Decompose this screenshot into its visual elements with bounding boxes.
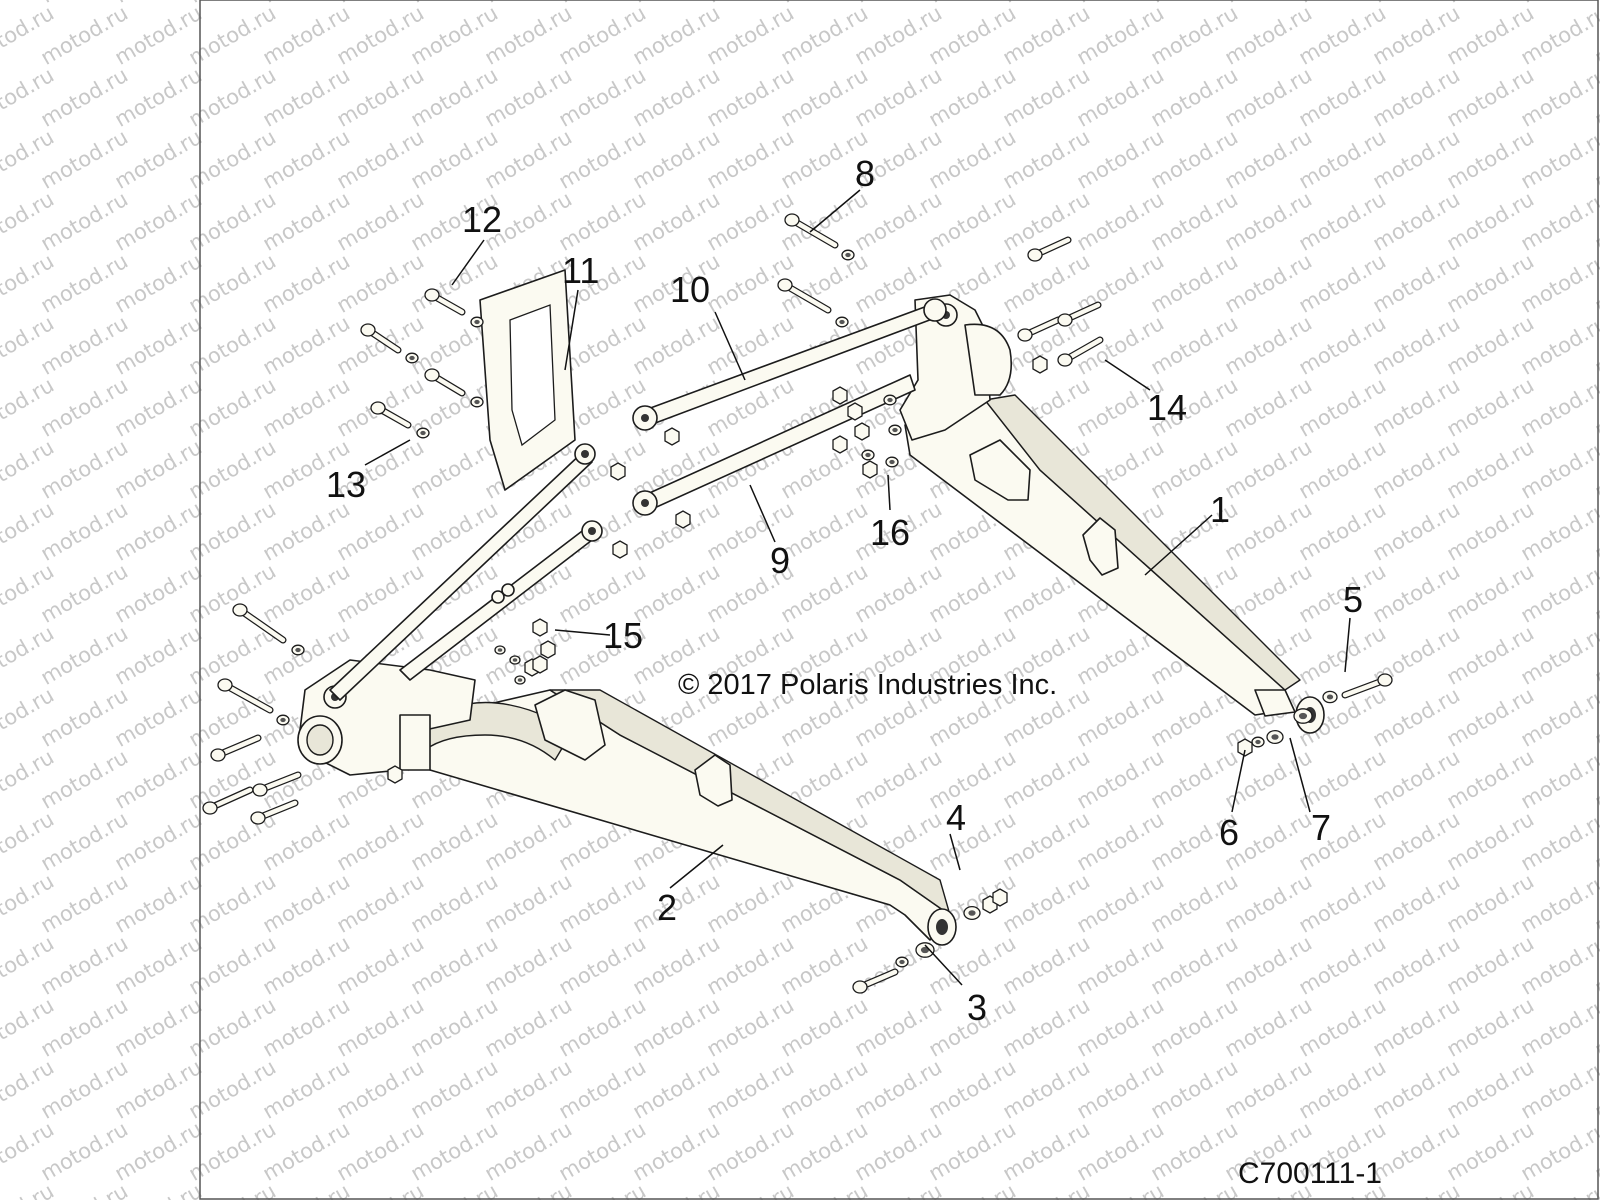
nut	[532, 655, 548, 674]
bolt-head	[1027, 248, 1043, 262]
left-rod-upper	[329, 443, 596, 701]
mounting-plate	[479, 269, 576, 491]
washer-hole	[892, 427, 898, 433]
bolt-head	[777, 278, 793, 292]
washer-hole	[1271, 734, 1279, 740]
bolt-head	[202, 801, 218, 815]
nut	[612, 540, 628, 559]
nut	[1237, 738, 1253, 757]
washer-hole	[1255, 739, 1261, 745]
bolt-head	[1057, 353, 1073, 367]
washer-hole	[512, 658, 518, 662]
nut	[992, 888, 1008, 907]
bolt-head	[360, 323, 376, 337]
callout-11: 11	[562, 250, 599, 291]
bolt-shank-fill	[222, 682, 273, 713]
washer-hole	[1326, 694, 1334, 700]
trailing-arm-right	[899, 294, 1325, 734]
washer-hole	[889, 459, 895, 465]
washer-hole	[1298, 712, 1308, 720]
washer-hole	[865, 452, 871, 458]
bolt-head	[1377, 673, 1393, 687]
nut	[862, 460, 878, 479]
bolt-head	[1057, 313, 1073, 327]
nut	[387, 765, 403, 784]
bolt-head	[217, 678, 233, 692]
callout-12: 12	[462, 199, 502, 240]
bolt-head	[210, 748, 226, 762]
callout-6: 6	[1219, 812, 1239, 853]
callout-9: 9	[770, 540, 790, 581]
washer-hole	[474, 319, 480, 325]
bolt-head	[252, 783, 268, 797]
callout-4: 4	[946, 797, 966, 838]
washer-hole	[920, 946, 930, 954]
callout-14: 14	[1147, 387, 1187, 428]
washer-hole	[409, 355, 415, 361]
nut	[854, 422, 870, 441]
bolt-head	[250, 811, 266, 825]
hardware-group	[202, 213, 1393, 994]
bolt-head	[852, 980, 868, 994]
callout-7: 7	[1311, 807, 1331, 848]
nut	[532, 618, 548, 637]
bolt-shank-fill	[782, 282, 831, 313]
callout-3: 3	[967, 987, 987, 1028]
bolt-shank-fill	[237, 607, 286, 643]
nut	[847, 402, 863, 421]
washer-hole	[497, 648, 503, 652]
washer-hole	[845, 252, 851, 258]
callouts: 1 2 3 4 5 6 7 8 9 10 11 12 13 14 15 16	[326, 153, 1363, 1028]
figure-id: C700111-1	[1238, 1157, 1382, 1190]
radius-rod-upper	[632, 298, 947, 431]
callout-8: 8	[855, 153, 875, 194]
bolt-head	[370, 401, 386, 415]
callout-16: 16	[870, 512, 910, 553]
washer-hole	[420, 430, 426, 436]
trailing-arm-left	[297, 659, 957, 946]
callout-10: 10	[670, 269, 710, 310]
washer-hole	[280, 717, 286, 723]
washer-hole	[968, 910, 976, 916]
bolt-head	[424, 288, 440, 302]
callout-5: 5	[1343, 579, 1363, 620]
nut	[610, 462, 626, 481]
nut	[832, 386, 848, 405]
bolt-head	[1017, 328, 1033, 342]
callout-15: 15	[603, 615, 643, 656]
copyright-notice: © 2017 Polaris Industries Inc.	[678, 669, 1057, 701]
nut	[540, 640, 556, 659]
callout-1: 1	[1210, 489, 1230, 530]
leader-lines	[364, 189, 1351, 986]
washer-hole	[474, 399, 480, 405]
left-rod-lower	[399, 520, 603, 681]
nut	[832, 435, 848, 454]
drawing-border	[199, 0, 1599, 1200]
nut	[675, 510, 691, 529]
bolt-shank-fill	[789, 217, 838, 248]
washer-hole	[887, 397, 893, 403]
washer-hole	[899, 959, 905, 965]
bolt-head	[784, 213, 800, 227]
bolt-head	[232, 603, 248, 617]
nut	[1032, 355, 1048, 374]
nut	[664, 427, 680, 446]
washer-hole	[839, 319, 845, 325]
bolt-head	[424, 368, 440, 382]
washer-hole	[295, 647, 301, 653]
callout-13: 13	[326, 464, 366, 505]
callout-2: 2	[657, 887, 677, 928]
washer-hole	[517, 678, 523, 682]
